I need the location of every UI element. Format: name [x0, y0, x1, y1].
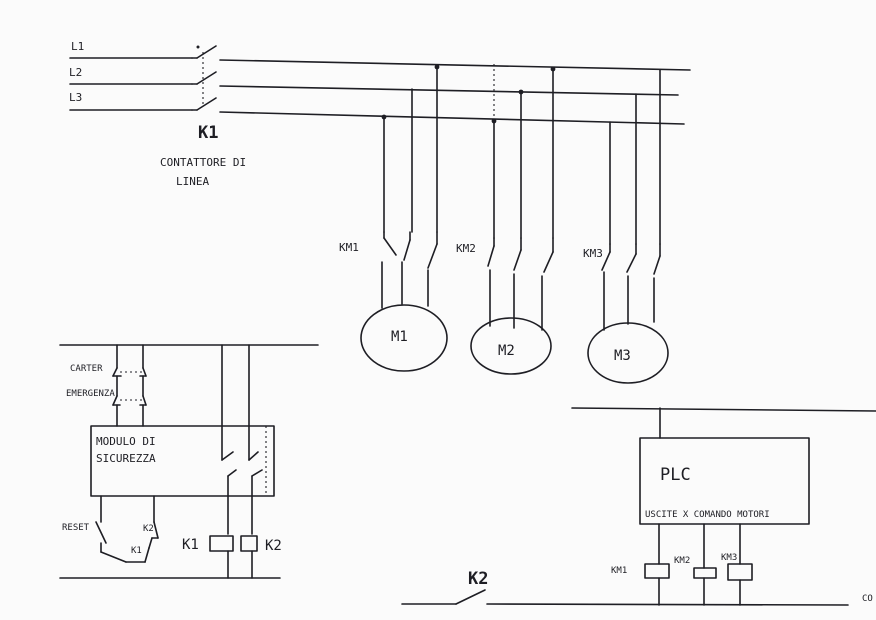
km1-contacts — [381, 231, 438, 309]
coil-k1-label: K1 — [182, 537, 199, 553]
km3-tag: KM3 — [583, 247, 603, 260]
plc-box — [639, 437, 810, 525]
km2-feed — [491, 64, 556, 239]
km1-tag: KM1 — [339, 241, 359, 254]
plc-coil-km2-label: KM2 — [674, 556, 690, 566]
safety-module-box — [90, 425, 275, 497]
k1-tag: K1 — [198, 123, 218, 143]
motor-m2-symbol — [470, 317, 552, 375]
safety-module-line2: SICUREZZA — [96, 452, 156, 465]
plc-title: PLC — [660, 465, 691, 485]
motor-m1-symbol — [360, 304, 448, 372]
km1-feed — [381, 64, 440, 233]
k1-caption-line1: CONTATTORE DI — [160, 156, 246, 169]
emergency-label: EMERGENZA — [66, 389, 115, 399]
coil-k2-label: K2 — [265, 538, 282, 554]
safety-module-line1: MODULO DI — [96, 435, 156, 448]
safety-channel-wires — [112, 344, 147, 427]
incoming-phase-lines — [69, 57, 193, 111]
motor-m3-symbol — [587, 322, 669, 384]
phase-label-l2: L2 — [69, 66, 82, 79]
phase-label-l3: L3 — [69, 91, 82, 104]
safety-coils — [209, 495, 258, 579]
km3-feed — [609, 69, 661, 245]
busbars — [219, 59, 691, 125]
plc-coil-km3-label: KM3 — [721, 553, 737, 563]
motor-m3-label: M3 — [614, 348, 631, 364]
km3-contacts — [601, 243, 661, 331]
k2-switch-tag: K2 — [468, 569, 488, 589]
motor-m2-label: M2 — [498, 343, 515, 359]
plc-coil-km1-label: KM1 — [611, 566, 627, 576]
km2-contacts — [487, 237, 554, 331]
corner-mark: CO — [862, 594, 873, 604]
plc-supply-rail — [571, 407, 876, 412]
k1-feedback-label: K1 — [131, 546, 142, 556]
carter-label: CARTER — [70, 364, 103, 374]
plc-output-wires — [644, 523, 753, 606]
k2-series-switch — [401, 589, 849, 606]
reset-feedback-loop — [95, 495, 159, 563]
k2-feedback-label: K2 — [143, 524, 154, 534]
reset-label: RESET — [62, 523, 90, 533]
plc-outputs-caption: USCITE X COMANDO MOTORI — [645, 510, 770, 520]
phase-label-l1: L1 — [71, 40, 84, 53]
safety-module-outputs — [221, 344, 267, 497]
km2-tag: KM2 — [456, 242, 476, 255]
motor-m1-label: M1 — [391, 329, 408, 345]
k1-caption-line2: LINEA — [176, 175, 209, 188]
k1-line-contactor — [191, 45, 217, 111]
